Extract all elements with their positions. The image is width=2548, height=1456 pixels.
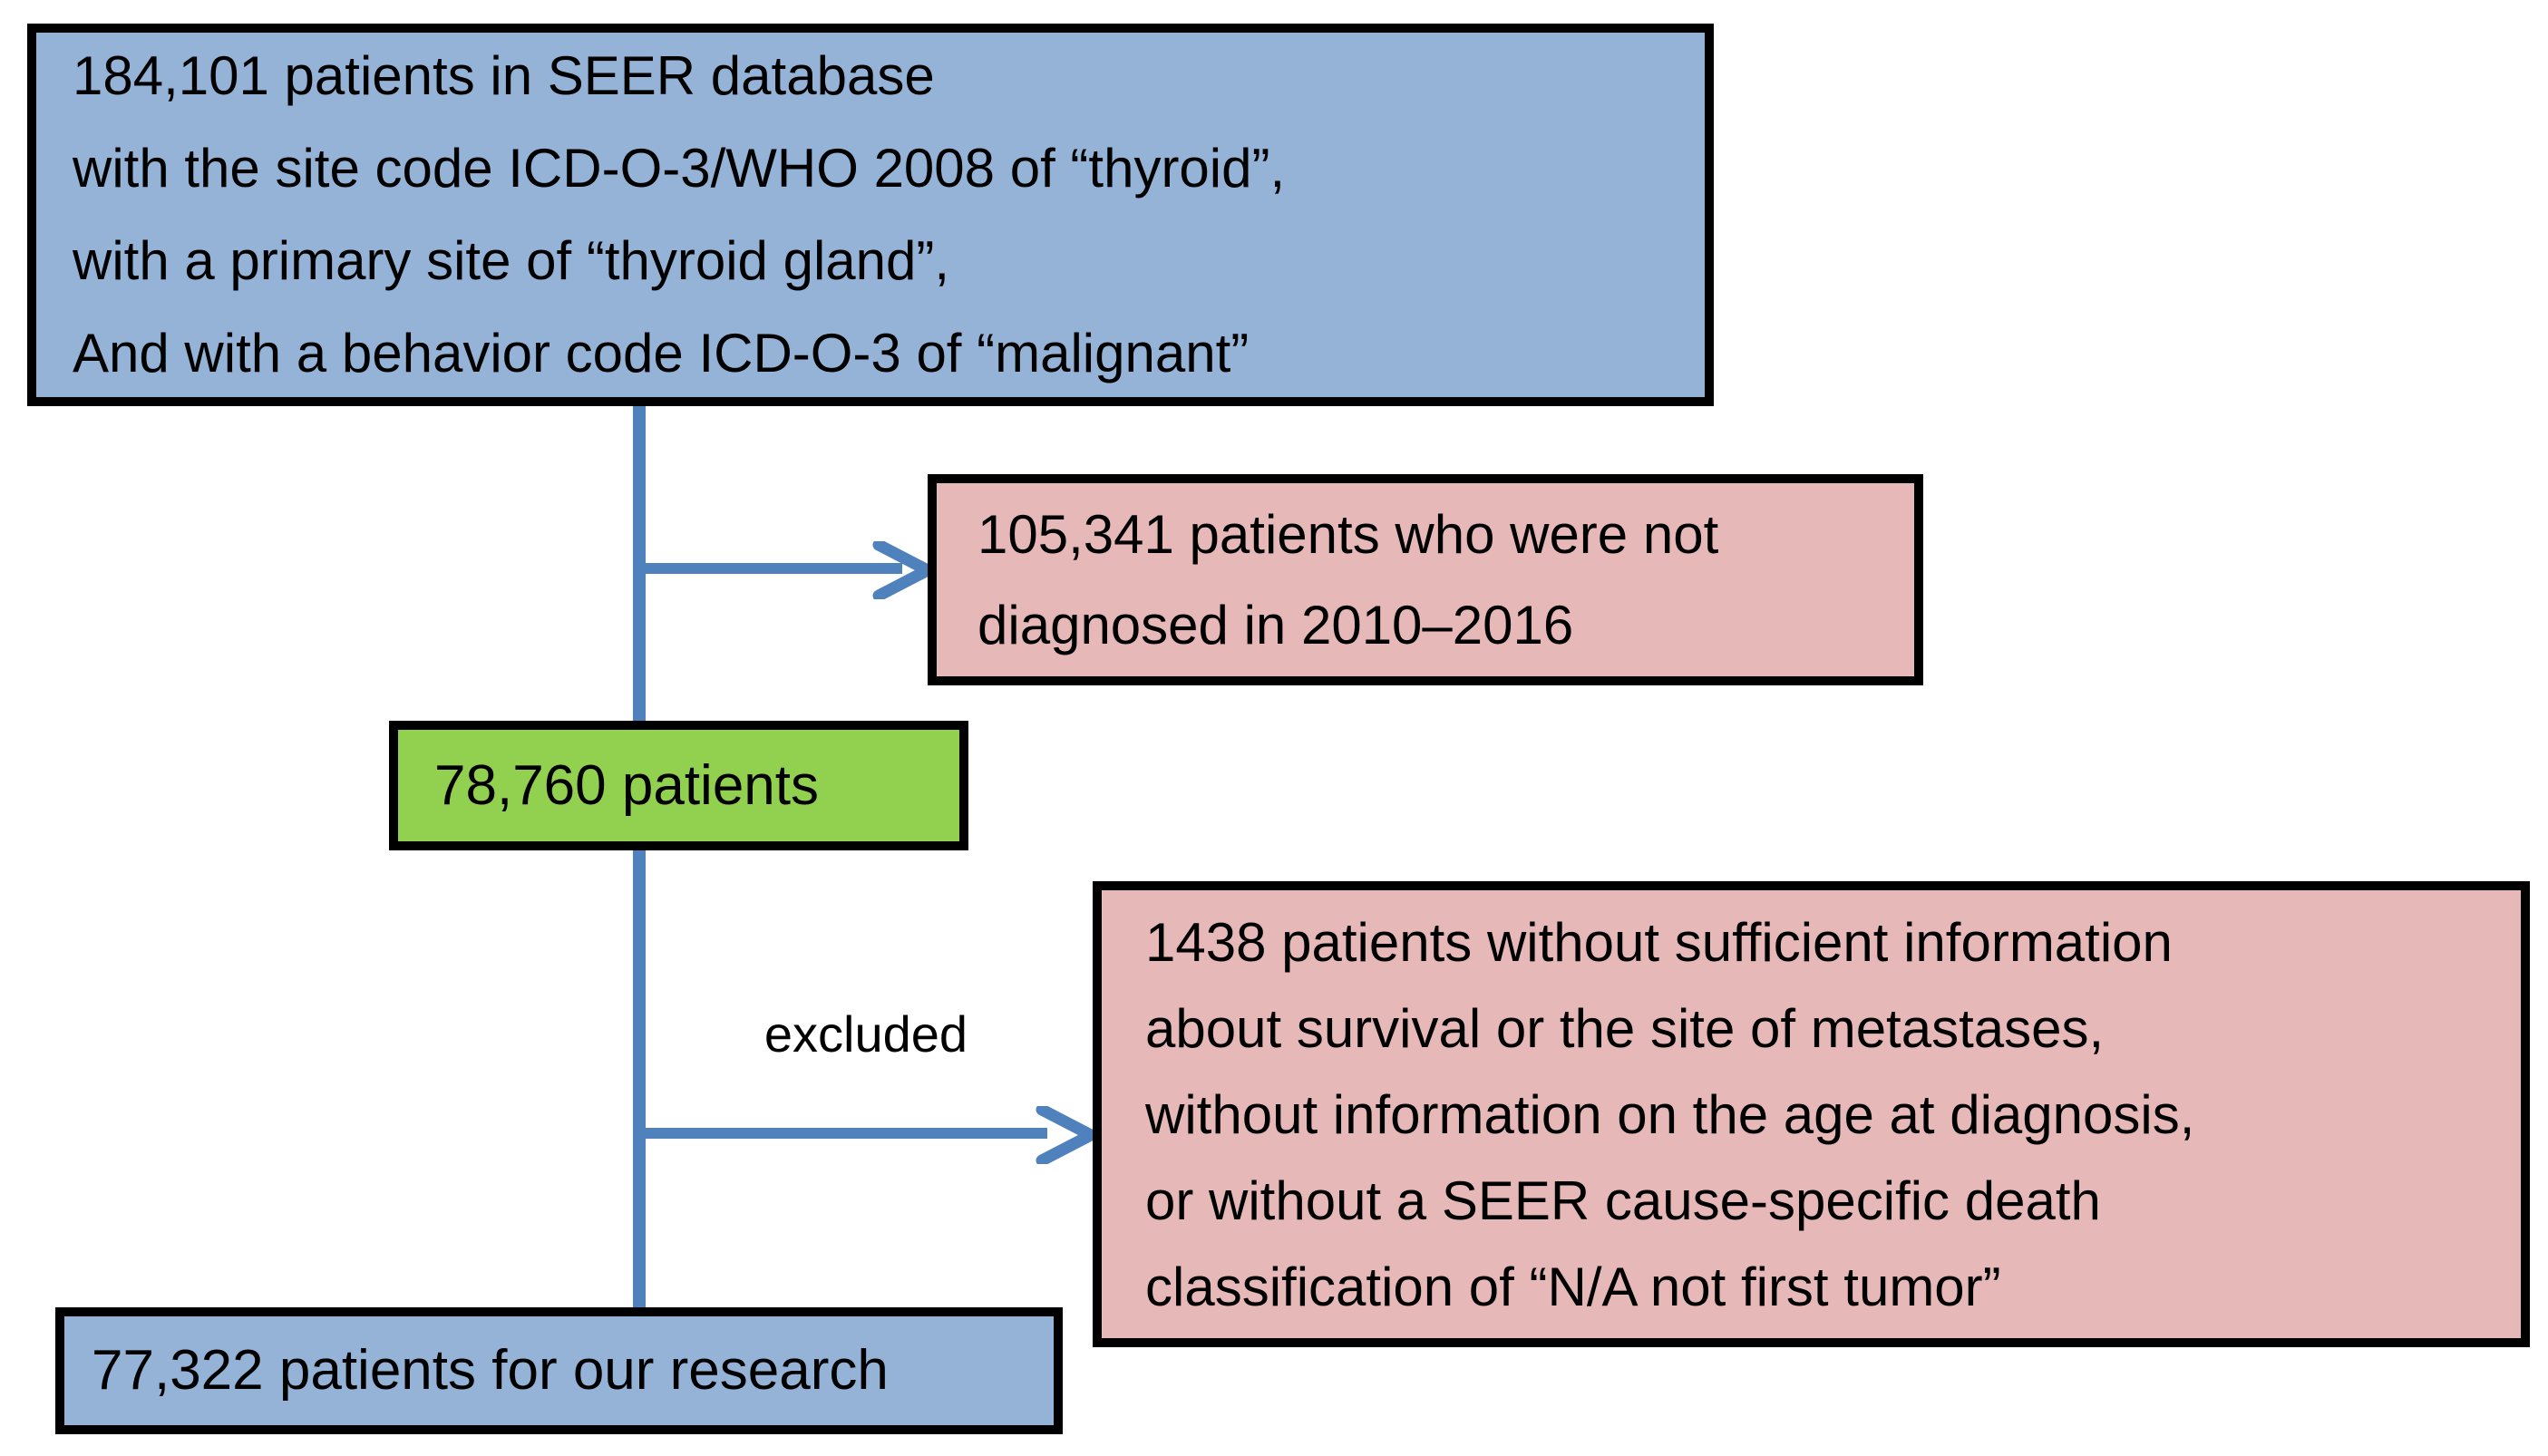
arrowhead-right-icon — [872, 541, 935, 599]
excluded-not-diagnosed-box: 105,341 patients who were not diagnosed … — [928, 474, 1923, 685]
arrow-not-diagnosed-line — [639, 563, 902, 574]
excluded-insufficient-box: 1438 patients without sufficient informa… — [1093, 881, 2530, 1347]
trunk-connector-line — [633, 402, 646, 1311]
final-cohort-text: 77,322 patients for our research — [92, 1339, 889, 1402]
cohort-box: 78,760 patients — [389, 721, 968, 850]
arrow-excluded-line — [639, 1128, 1047, 1139]
cohort-box-text: 78,760 patients — [434, 753, 820, 817]
excluded-not-diagnosed-text: 105,341 patients who were not diagnosed … — [977, 503, 1719, 655]
source-box-text: 184,101 patients in SEER database with t… — [73, 45, 1286, 383]
source-box: 184,101 patients in SEER database with t… — [27, 24, 1714, 406]
arrowhead-right-icon — [1036, 1106, 1098, 1164]
final-cohort-box: 77,322 patients for our research — [55, 1307, 1063, 1434]
excluded-insufficient-text: 1438 patients without sufficient informa… — [1145, 911, 2195, 1317]
excluded-label: excluded — [763, 1005, 968, 1063]
